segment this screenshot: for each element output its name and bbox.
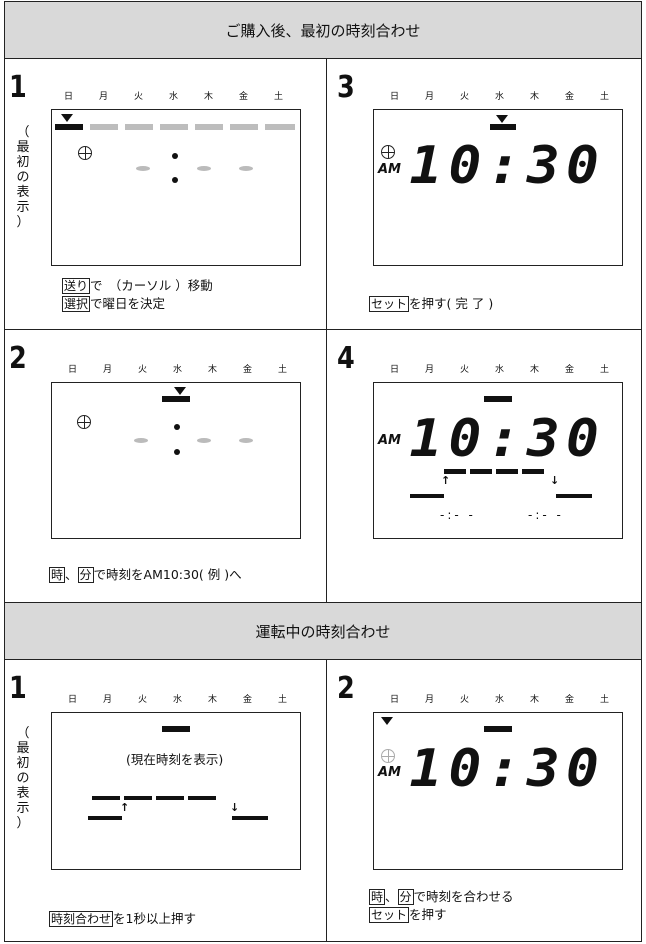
caption: 時、分で時刻を合わせる セットを押す [369, 889, 514, 923]
segment [239, 166, 253, 171]
key-label: 選択 [62, 296, 91, 312]
day-bar-wed [162, 726, 190, 732]
weekday-row: 日月火水木金土 [389, 365, 609, 375]
lcd-display: AM 10:30 [373, 712, 623, 870]
side-label: （最初の表示） [16, 125, 30, 230]
segment-bar [88, 816, 122, 820]
lcd-display [51, 382, 301, 539]
key-label: セット [369, 296, 410, 312]
am-indicator: AM [378, 765, 401, 780]
segment-bar [92, 796, 120, 800]
side-label: （最初の表示） [16, 726, 30, 831]
segment [239, 438, 253, 443]
weekday-row: 日月火水木金土 [389, 92, 609, 102]
day-bar-sun [55, 124, 83, 130]
segment-bar [522, 469, 544, 474]
segment [197, 166, 211, 171]
step-panel-3: 3 日月火水木金土 AM 10:30 セットを押す( 完 了 ) [326, 58, 642, 330]
day-bar [125, 124, 153, 130]
up-arrow-icon: ↑ [120, 801, 130, 814]
step-number: 1 [9, 671, 27, 706]
key-label: 送り [62, 278, 91, 294]
up-arrow-icon: ↑ [441, 474, 451, 487]
key-label: セット [369, 907, 410, 923]
step-number: 2 [337, 671, 355, 706]
colon-dot [172, 177, 178, 183]
running-step-panel-1: 1 （最初の表示） 日月火水木金土 (現在時刻を表示) ↑ ↓ 時刻合わせを1秒… [4, 659, 327, 942]
cursor-marker [174, 387, 186, 395]
am-indicator: AM [378, 162, 401, 177]
down-arrow-icon: ↓ [230, 801, 240, 814]
day-bar [195, 124, 223, 130]
step-panel-1: 1 （最初の表示） 日月火水木金土 送りで （カーソル ）移動 選択で曜日を決定 [4, 58, 327, 330]
step-number: 4 [337, 341, 355, 376]
key-label: 時刻合わせ [49, 911, 114, 927]
segment-bar [556, 494, 592, 498]
clock-icon [381, 749, 395, 763]
lcd-display [51, 109, 301, 266]
cursor-marker [496, 115, 508, 123]
section-header-initial-setup: ご購入後、最初の時刻合わせ [4, 1, 642, 59]
segment-bar [496, 469, 518, 474]
clock-icon [78, 146, 92, 160]
step-number: 3 [337, 70, 355, 105]
segment-bar [156, 796, 184, 800]
key-label: 分 [77, 567, 94, 583]
clock-icon [77, 415, 91, 429]
caption: セットを押す( 完 了 ) [369, 296, 494, 312]
time-display: 10:30 [409, 136, 606, 196]
lcd-display: (現在時刻を表示) ↑ ↓ [51, 712, 301, 870]
weekday-row: 日月火水木金土 [67, 365, 287, 375]
segment-bar [410, 494, 444, 498]
current-time-note: (現在時刻を表示) [126, 752, 224, 767]
caption: 送りで （カーソル ）移動 選択で曜日を決定 [62, 278, 213, 312]
step-panel-4: 4 日月火水木金土 AM 10:30 ↑ ↓ -:- - -:- - [326, 329, 642, 603]
off-time-left: -:- - [440, 508, 476, 522]
day-bar [230, 124, 258, 130]
weekday-row: 日月火水木金土 [389, 695, 609, 705]
am-indicator: AM [378, 433, 401, 448]
lcd-display: AM 10:30 ↑ ↓ -:- - -:- - [373, 382, 623, 539]
caption: 時刻合わせを1秒以上押す [49, 911, 196, 927]
segment [134, 438, 148, 443]
segment-bar [124, 796, 152, 800]
step-number: 2 [9, 341, 27, 376]
off-time-right: -:- - [528, 508, 564, 522]
down-arrow-icon: ↓ [550, 474, 560, 487]
day-bar-wed [162, 396, 190, 402]
colon-dot [174, 424, 180, 430]
colon-dot [172, 153, 178, 159]
day-bar [265, 124, 295, 130]
key-label: 時 [369, 889, 386, 905]
clock-icon [381, 145, 395, 159]
section-title: ご購入後、最初の時刻合わせ [225, 21, 421, 40]
weekday-row: 日月火水木金土 [67, 695, 287, 705]
cursor-marker [61, 114, 73, 122]
section-header-running: 運転中の時刻合わせ [4, 602, 642, 660]
segment-bar [188, 796, 216, 800]
day-bar-wed [484, 726, 512, 732]
section-title: 運転中の時刻合わせ [255, 622, 391, 641]
segment [197, 438, 211, 443]
caption: 時、分で時刻をAM10:30( 例 )へ [49, 567, 242, 583]
day-bar [160, 124, 188, 130]
colon-dot [174, 449, 180, 455]
weekday-row: 日月火水木金土 [63, 92, 283, 102]
day-bar-wed [490, 124, 516, 130]
day-bar [90, 124, 118, 130]
running-step-panel-2: 2 日月火水木金土 AM 10:30 時、分で時刻を合わせる セットを押す [326, 659, 642, 942]
cursor-marker [381, 717, 393, 725]
lcd-display: AM 10:30 [373, 109, 623, 266]
time-display: 10:30 [409, 409, 606, 469]
segment-bar [444, 469, 466, 474]
day-bar-wed [484, 396, 512, 402]
key-label: 時 [49, 567, 66, 583]
step-panel-2: 2 日月火水木金土 時、分で時刻をAM10:30( 例 )へ [4, 329, 327, 603]
segment [136, 166, 150, 171]
step-number: 1 [9, 70, 27, 105]
segment-bar [232, 816, 268, 820]
key-label: 分 [397, 889, 414, 905]
time-display: 10:30 [409, 739, 606, 799]
segment-bar [470, 469, 492, 474]
